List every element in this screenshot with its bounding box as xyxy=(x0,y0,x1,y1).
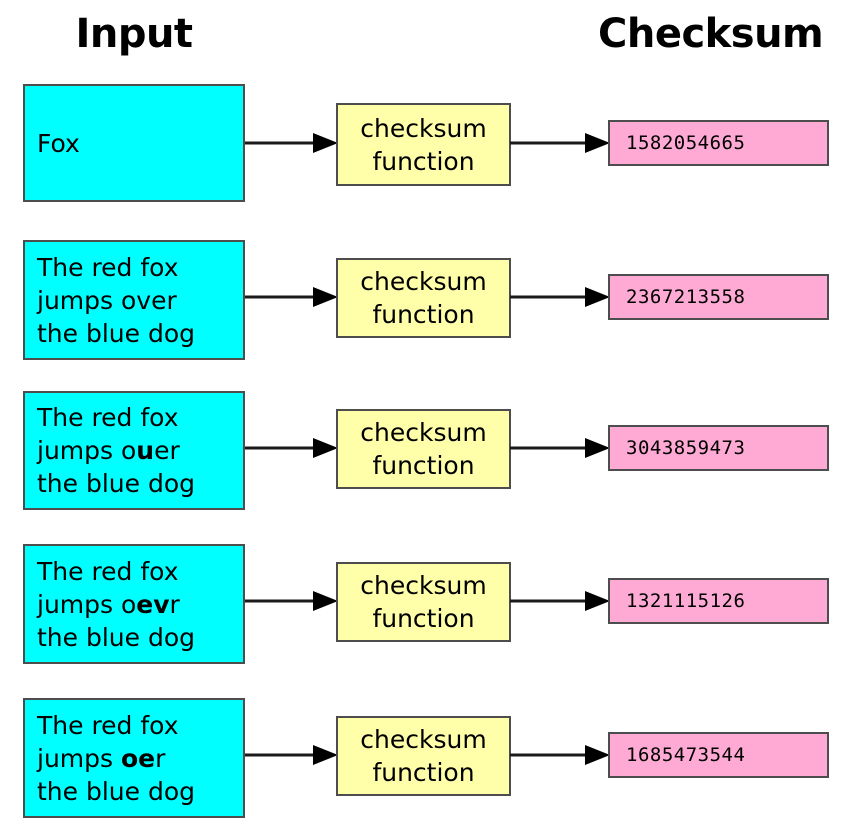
input-box-row-5: The red fox jumps oer the blue dog xyxy=(23,698,245,818)
arrow-input-to-function-row-3 xyxy=(245,437,338,459)
checksum-value: 1321115126 xyxy=(626,590,746,612)
function-label-line-1: checksum xyxy=(360,418,487,447)
input-box-row-1: Fox xyxy=(23,84,245,202)
input-text-line: the blue dog xyxy=(37,776,195,806)
function-label-line-2: function xyxy=(372,758,475,787)
arrow-input-to-function-row-1 xyxy=(245,132,338,154)
input-text-line: Fox xyxy=(37,128,80,158)
function-label-line-1: checksum xyxy=(360,113,487,143)
input-box-row-4: The red fox jumps oevr the blue dog xyxy=(23,544,245,664)
input-text-line: jumps over xyxy=(37,285,177,315)
input-text-line: the blue dog xyxy=(37,318,195,348)
function-label-line-1: checksum xyxy=(360,267,487,296)
checksum-value: 3043859473 xyxy=(626,437,746,459)
page-title-input: Input xyxy=(75,11,193,57)
function-box-row-5: checksum function xyxy=(336,716,511,796)
checksum-box-row-1: 1582054665 xyxy=(608,120,829,166)
input-text-line: jumps oevr xyxy=(37,589,180,619)
function-box-row-1: checksum function xyxy=(336,103,511,186)
checksum-value: 1582054665 xyxy=(626,132,746,154)
function-label-line-1: checksum xyxy=(360,571,487,600)
input-text-line: The red fox xyxy=(37,710,179,740)
checksum-box-row-4: 1321115126 xyxy=(608,578,829,624)
function-label-line-2: function xyxy=(372,146,475,176)
arrow-input-to-function-row-4 xyxy=(245,590,338,612)
checksum-value: 1685473544 xyxy=(626,744,746,766)
input-text-line: The red fox xyxy=(37,403,179,432)
function-label-line-2: function xyxy=(372,300,475,329)
input-text-line: the blue dog xyxy=(37,622,195,652)
arrow-function-to-checksum-row-1 xyxy=(510,132,610,154)
function-box-row-2: checksum function xyxy=(336,258,511,338)
input-text-line: The red fox xyxy=(37,556,179,586)
input-text-line: jumps oer xyxy=(37,743,166,773)
arrow-function-to-checksum-row-2 xyxy=(510,286,610,308)
input-box-row-3: The red fox jumps ouer the blue dog xyxy=(23,391,245,510)
function-label-line-2: function xyxy=(372,451,475,480)
checksum-box-row-3: 3043859473 xyxy=(608,425,829,471)
arrow-function-to-checksum-row-5 xyxy=(510,744,610,766)
checksum-box-row-2: 2367213558 xyxy=(608,274,829,320)
checksum-box-row-5: 1685473544 xyxy=(608,732,829,778)
page-title-checksum: Checksum xyxy=(598,11,824,57)
input-text-line: the blue dog xyxy=(37,469,195,498)
input-text-line: jumps ouer xyxy=(37,436,180,465)
function-label-line-2: function xyxy=(372,604,475,633)
arrow-function-to-checksum-row-4 xyxy=(510,590,610,612)
input-text-line: The red fox xyxy=(37,252,179,282)
input-box-row-2: The red fox jumps over the blue dog xyxy=(23,240,245,360)
arrow-function-to-checksum-row-3 xyxy=(510,437,610,459)
checksum-value: 2367213558 xyxy=(626,286,746,308)
function-box-row-4: checksum function xyxy=(336,562,511,642)
function-box-row-3: checksum function xyxy=(336,409,511,489)
arrow-input-to-function-row-5 xyxy=(245,744,338,766)
function-label-line-1: checksum xyxy=(360,725,487,754)
arrow-input-to-function-row-2 xyxy=(245,286,338,308)
